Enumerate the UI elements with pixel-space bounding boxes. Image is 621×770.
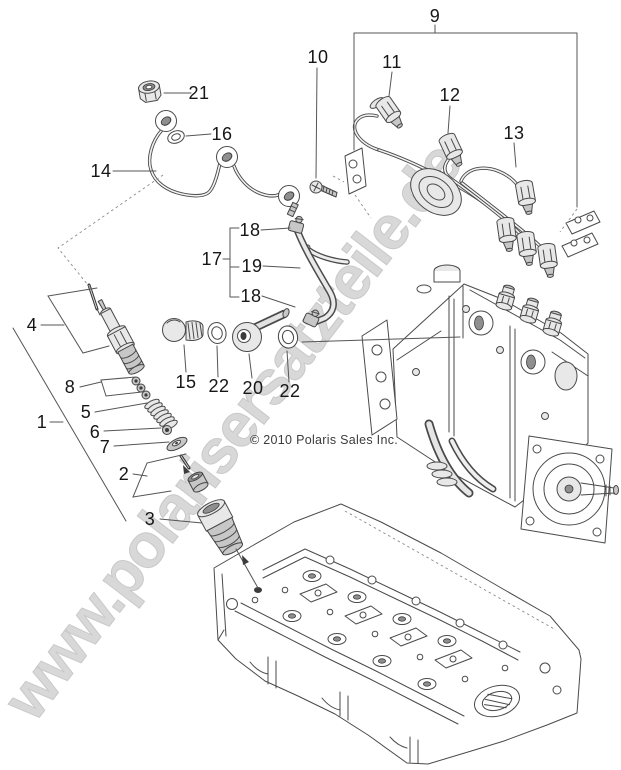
injector-body-4 [97, 299, 145, 375]
banjo-assembly-drawing [162, 308, 301, 352]
callout-label-22: 22 [208, 376, 230, 396]
callout-label-9: 9 [429, 6, 441, 26]
callout-label-7: 7 [99, 437, 111, 457]
mounting-plate [344, 147, 367, 195]
callout-label-12: 12 [439, 85, 461, 105]
spring-5 [142, 396, 180, 433]
callout-label-14: 14 [90, 161, 112, 181]
hose-clamp-18 [287, 213, 307, 235]
callout-label-18: 18 [240, 286, 262, 306]
callout-label-8: 8 [64, 377, 76, 397]
injector-sleeve-3 [197, 499, 244, 556]
pump-end-nut [495, 215, 519, 254]
banjo-eye [216, 146, 238, 168]
callout-label-13: 13 [503, 123, 525, 143]
callout-label-3: 3 [144, 509, 156, 529]
nut-21 [137, 80, 162, 103]
disc-7 [166, 436, 188, 452]
callout-label-15: 15 [175, 372, 197, 392]
callout-label-19: 19 [241, 256, 263, 276]
fuel-line-bundle-drawing [309, 93, 601, 280]
return-hose-drawing [287, 213, 337, 328]
pump-end-nut [536, 241, 560, 280]
banjo-bolt-tip [286, 201, 299, 218]
banjo-eye [155, 110, 177, 132]
callout-label-11: 11 [382, 52, 402, 72]
injection-pump-drawing [303, 244, 619, 544]
callout-label-2: 2 [118, 464, 130, 484]
banjo-eye [278, 185, 300, 207]
nut-12 [437, 130, 469, 170]
banjo-bolt-15 [162, 318, 204, 342]
callout-leader-lines [12, 24, 578, 524]
callout-label-18: 18 [239, 220, 261, 240]
callout-label-5: 5 [80, 402, 92, 422]
return-line-drawing [137, 80, 300, 218]
pump-end-nut [515, 229, 539, 268]
callout-label-1: 1 [36, 412, 48, 432]
injector-assembly-drawing [87, 283, 259, 589]
screw-10 [309, 180, 338, 198]
banjo-fitting-20 [232, 308, 290, 352]
washers-8 [131, 376, 151, 400]
nut-13 [514, 178, 539, 217]
o-ring-22 [275, 323, 301, 351]
callout-label-6: 6 [89, 422, 101, 442]
line-clamp-bar [561, 232, 599, 258]
retainer-cap [187, 471, 209, 493]
callout-label-21: 21 [188, 83, 210, 103]
callout-label-10: 10 [307, 47, 329, 67]
washer-16 [167, 130, 185, 144]
copyright-text: © 2010 Polaris Sales Inc. [250, 433, 399, 447]
callout-label-16: 16 [211, 124, 233, 144]
callout-label-22: 22 [279, 381, 301, 401]
line-clamp-bar [565, 210, 601, 235]
callout-label-4: 4 [26, 315, 38, 335]
callout-label-20: 20 [242, 378, 264, 398]
callout-label-17: 17 [201, 249, 223, 269]
cylinder-head-drawing [213, 503, 582, 765]
o-ring-22 [205, 320, 229, 346]
